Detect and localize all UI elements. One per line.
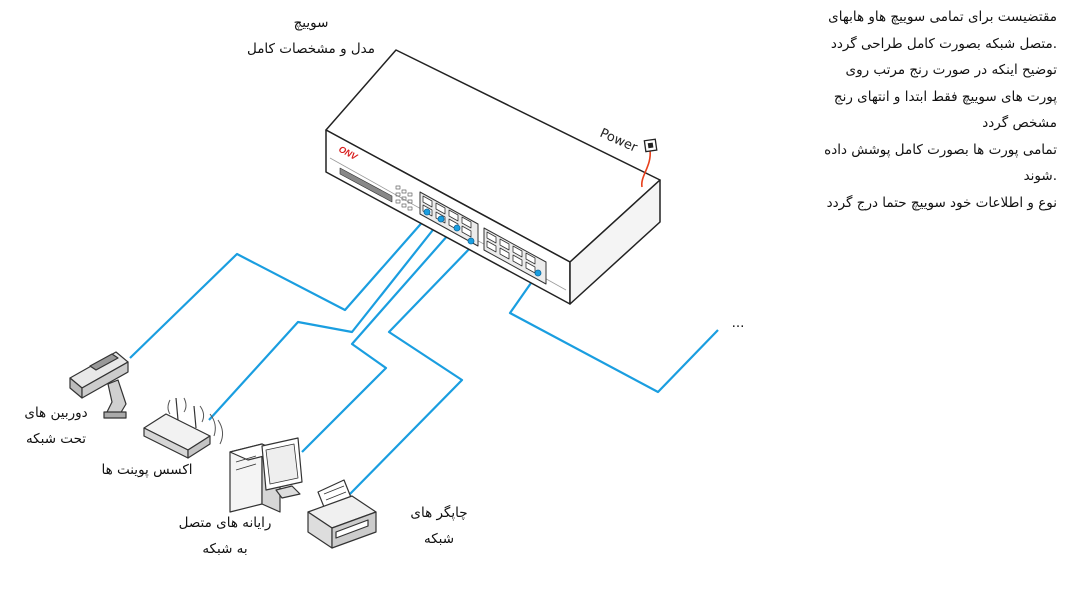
camera-label-line1: دوربین های [24,405,88,421]
printer-label-line2: شبکه [423,531,455,547]
cable-access-point [208,220,441,421]
printer-label: چاپگر های شبکه [400,500,478,552]
switch-status-leds [395,185,413,211]
printer-label-line1: چاپگر های [410,505,468,521]
note-line: توضیح اینکه در صورت رنج مرتب روی [845,62,1058,78]
note-line: مشخص گردد [982,115,1057,131]
cable-last-port [508,272,719,394]
cable-computer [301,225,457,453]
switch [325,49,661,305]
port-connectors [423,208,542,277]
cable-printer [347,243,475,497]
access-point-label: اکسس پوینت ها [84,457,210,483]
power-connector [641,138,658,188]
design-notes: مقتضیست برای تمامی سوییچ هاو هابهای .متص… [757,4,1057,216]
note-line: تمامی پورت ها بصورت کامل پوشش داده [824,141,1057,158]
camera-label: دوربین های تحت شبکه [0,400,112,452]
computer-label-line1: رایانه های متصل [178,515,272,531]
switch-label: سوییچ مدل و مشخصات کامل [226,10,396,62]
note-line: .شوند [1023,168,1057,184]
switch-side-face [569,179,661,305]
switch-label-title: سوییچ [293,15,329,31]
switch-label-subtitle: مدل و مشخصات کامل [246,41,376,57]
computer-label: رایانه های متصل به شبکه [160,510,290,562]
access-point-label-line1: اکسس پوینت ها [101,462,193,478]
printer-icon [307,479,377,549]
note-line: نوع و اطلاعات خود سوییچ حتما درج گردد [826,194,1057,211]
note-line: مقتضیست برای تمامی سوییچ هاو هابهای [828,9,1057,25]
switch-model-plate [339,167,393,203]
camera-label-line2: تحت شبکه [25,431,87,447]
network-cables [129,217,719,497]
computer-label-line2: به شبکه [202,541,248,557]
more-devices-ellipsis: ... [731,315,745,331]
power-label: Power [597,126,640,156]
camera-icon [69,351,129,419]
cable-camera [129,217,427,359]
note-line: پورت های سوییچ فقط ابتدا و انتهای رنج [833,88,1057,105]
access-point-icon [143,397,224,459]
computer-icon [229,437,303,513]
note-line: .متصل شبکه بصورت کامل طراحی گردد [830,35,1057,52]
